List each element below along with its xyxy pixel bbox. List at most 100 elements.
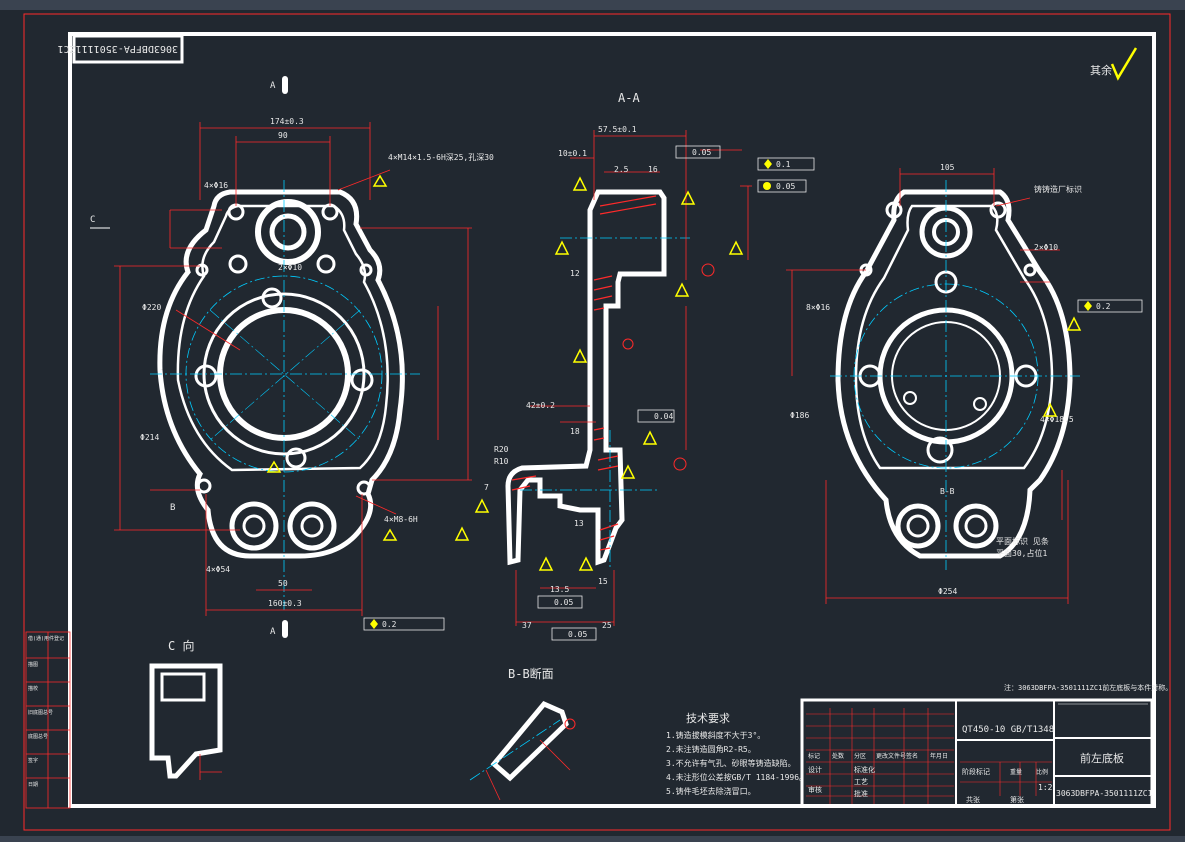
dim-2-5: 2.5	[614, 165, 629, 174]
dim-r20: R20	[494, 445, 509, 454]
label-c: C	[90, 215, 95, 225]
tol-rear: 0.2	[1096, 302, 1111, 311]
status-bar	[0, 836, 1185, 842]
outer-border	[23, 13, 1171, 831]
roughness-icon	[578, 556, 594, 571]
tb-drawing-no: 3063DBFPA-3501111ZC1	[1056, 789, 1153, 798]
tb-part-name: 前左底板	[1080, 751, 1124, 765]
section-marker-top	[282, 76, 288, 94]
roughness-check-icon	[1110, 47, 1138, 81]
tolerance-diamond-icon	[370, 619, 378, 629]
dim-57-5: 57.5±0.1	[598, 125, 637, 134]
dim-7: 7	[484, 483, 489, 492]
tb-standard: 标准化	[854, 765, 875, 774]
title-block: 标记 处数 分区 更改文件号 签名 年月日 设计 标准化 审核 工艺 批准 阶段…	[800, 698, 1154, 808]
tb-row-zone: 分区	[854, 752, 866, 760]
dim-105: 105	[940, 163, 955, 172]
dim-10: 10±0.1	[558, 149, 587, 158]
tolerance-diamond-icon	[764, 159, 772, 169]
roughness-icon	[474, 498, 490, 513]
dim-160: 160±0.3	[268, 599, 302, 608]
roughness-icon	[728, 240, 744, 255]
side-row-3: 旧底图总号	[28, 709, 53, 716]
label-a-top: A	[270, 81, 276, 91]
casting-mark-label: 铸铸造厂标识	[1034, 184, 1082, 194]
side-row-1: 描图	[28, 661, 38, 668]
datum-c-icon	[622, 338, 634, 350]
app-toolbar	[0, 0, 1185, 10]
roughness-icon	[454, 526, 470, 541]
plane-mark-1: 平面标识 见条	[996, 536, 1049, 546]
dim-4x-m8: 4×M8-6H	[384, 515, 418, 524]
tech-req-item: 1.铸造拔模斜度不大于3°。	[666, 730, 765, 740]
tolerance-frame-front	[363, 617, 445, 631]
tolerance-frame-rear	[1077, 299, 1143, 313]
dim-18: 18	[570, 427, 580, 436]
tb-sheets-total: 共张	[966, 795, 980, 804]
section-aa-title: A-A	[618, 91, 640, 105]
tb-sheet-no: 第张	[1010, 795, 1024, 804]
section-bb-title: B-B断面	[508, 666, 554, 681]
dim-4x-holes: 4×Φ16	[204, 181, 228, 190]
roughness-icon	[680, 190, 696, 205]
tolerance-circle-icon	[763, 182, 771, 190]
tb-row-doc: 更改文件号	[876, 752, 906, 760]
tol-aa-2: 0.1	[776, 160, 791, 169]
datum-icon	[564, 718, 576, 730]
cad-drawing-canvas[interactable]: 3063DBFPA-3501111ZC1 借(通)用件登记 描图 描校 旧底图总…	[0, 10, 1185, 836]
tol-aa-3: 0.05	[776, 182, 795, 191]
dim-13-5: 13.5	[550, 585, 569, 594]
rear-view[interactable]: B-B 105 Φ254 Φ186 8×Φ16 4×Φ18.5 铸铸造厂标识 2…	[786, 163, 1143, 604]
dim-phi186: Φ186	[790, 411, 809, 420]
tolerance-frame-aa-2	[757, 157, 815, 171]
dim-50: 50	[278, 579, 288, 588]
tb-review: 审核	[808, 785, 822, 794]
tb-material: QT450-10 GB/T1348	[962, 725, 1054, 735]
roughness-icon	[620, 464, 636, 479]
front-view[interactable]: A A C B	[90, 76, 494, 638]
label-bb: B-B	[940, 487, 955, 496]
dim-phi214: Φ214	[140, 433, 159, 442]
dim-2x-phi10: 2×Φ10	[278, 263, 302, 272]
section-bb-view[interactable]: B-B断面	[469, 666, 576, 801]
tol-aa-5: 0.05	[554, 598, 573, 607]
tol-front: 0.2	[382, 620, 397, 629]
roughness-icon	[1042, 402, 1058, 417]
dim-4x-thread: 4×M14×1.5-6H深25,孔深30	[388, 153, 494, 162]
roughness-icon	[572, 348, 588, 363]
roughness-icon	[642, 430, 658, 445]
tb-ratio: 比例	[1036, 768, 1048, 776]
tech-req-item: 3.不允许有气孔、砂眼等铸造缺陷。	[666, 758, 796, 768]
dim-37: 37	[522, 621, 532, 630]
datum-b-icon	[673, 457, 687, 471]
side-table: 借(通)用件登记 描图 描校 旧底图总号 底图总号 签字 日期	[25, 631, 71, 809]
tolerance-frame-aa-1	[675, 145, 721, 159]
roughness-icon	[554, 240, 570, 255]
side-row-6: 日期	[28, 782, 38, 788]
tolerance-frame-aa-3	[757, 179, 807, 193]
tolerance-diamond-icon	[1084, 301, 1092, 311]
tb-design: 设计	[808, 765, 822, 774]
section-aa-view[interactable]: A-A	[454, 91, 815, 641]
tb-process: 工艺	[854, 778, 868, 786]
tech-req-item: 5.铸件毛坯去除浇冒口。	[666, 786, 756, 796]
dim-90: 90	[278, 131, 288, 140]
side-row-2: 描校	[28, 685, 38, 692]
tb-scale: 1:2	[1038, 783, 1053, 792]
dim-4x-phi54: 4×Φ54	[206, 565, 230, 574]
tech-req-item: 4.未注形位公差按GB/T 1184-1996。	[666, 772, 807, 782]
tb-row-count: 处数	[832, 752, 844, 760]
inner-frame	[68, 32, 1156, 808]
roughness-icon	[572, 176, 588, 191]
dim-174: 174±0.3	[270, 117, 304, 126]
tb-approve: 批准	[854, 789, 868, 798]
tech-req-title: 技术要求	[686, 712, 730, 725]
dim-42: 42±0.2	[526, 401, 555, 410]
dim-2x-rear: 2×Φ10	[1034, 243, 1058, 252]
dim-15: 15	[598, 577, 608, 586]
plane-mark-2: 平面30,占位1	[996, 548, 1047, 558]
dim-phi220: Φ220	[142, 303, 161, 312]
view-c[interactable]: C 向	[149, 638, 223, 780]
side-row-5: 签字	[28, 757, 38, 764]
section-marker-bottom	[282, 620, 288, 638]
